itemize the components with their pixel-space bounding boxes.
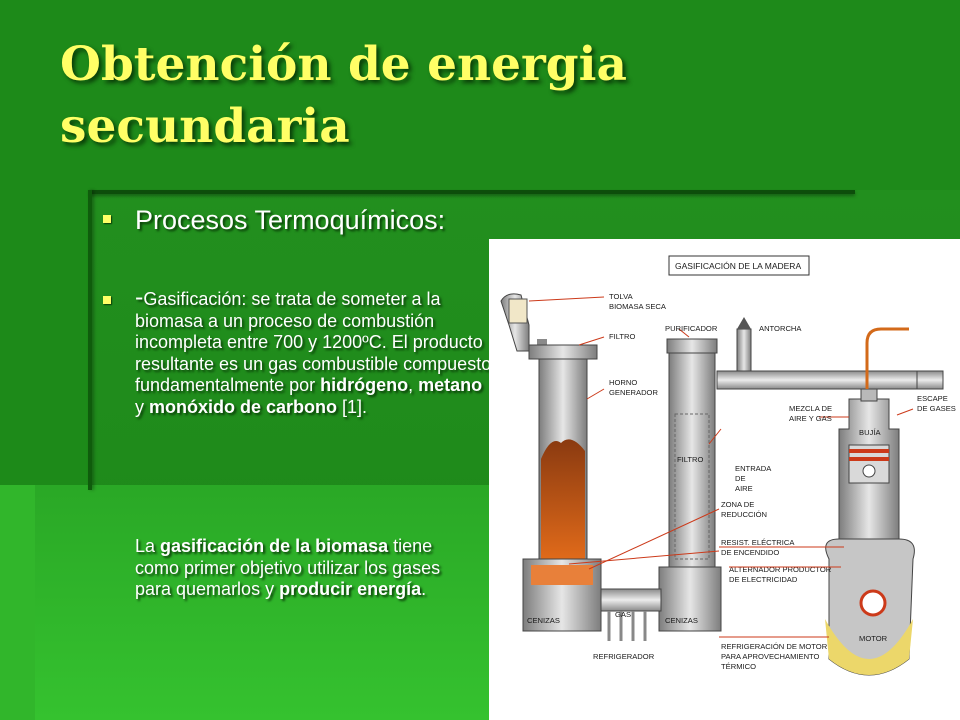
leader-lines bbox=[528, 296, 914, 638]
term-metano: metano bbox=[418, 375, 483, 395]
objetivo-text-2: tiene como primer objetivo utilizar los … bbox=[135, 536, 441, 599]
label-cenizas-2: CENIZAS bbox=[665, 616, 698, 625]
paragraph-objetivo: La gasificación de la biomasa tiene como… bbox=[135, 536, 480, 601]
piston-pin bbox=[862, 464, 876, 478]
term-gasificacion-biomasa: gasificación de la biomasa bbox=[160, 536, 389, 556]
engine-oil bbox=[825, 619, 913, 675]
label-entrada-1: ENTRADA bbox=[735, 464, 772, 473]
label-motor: MOTOR bbox=[859, 634, 888, 643]
torch-pipe bbox=[736, 328, 752, 372]
square-bullet-icon bbox=[103, 215, 111, 223]
label-refrig-2: PARA APROVECHAMIENTO bbox=[721, 652, 820, 661]
label-filtro-top: FILTRO bbox=[609, 332, 636, 341]
label-tolva-1: TOLVA bbox=[609, 292, 634, 301]
label-resist-1: RESIST. ELÉCTRICA bbox=[721, 538, 795, 547]
term-producir-energia: producir energía bbox=[279, 579, 422, 599]
label-zona-1: ZONA DE bbox=[721, 500, 754, 509]
label-mezcla-2: AIRE Y GAS bbox=[789, 414, 832, 423]
cooler-pipe bbox=[600, 588, 662, 612]
ash-chamber-right bbox=[658, 566, 722, 632]
diagram-title: GASIFICACIÓN DE LA MADERA bbox=[675, 261, 801, 271]
label-horno-1: HORNO bbox=[609, 378, 637, 387]
left-divider bbox=[88, 190, 92, 490]
slide-title-line-1: Obtención de energia bbox=[60, 37, 627, 92]
objetivo-text-3: . bbox=[421, 579, 427, 599]
label-bujia: BUJÍA bbox=[859, 428, 881, 437]
label-entrada-2: DE bbox=[735, 474, 746, 483]
label-alternador-1: ALTERNADOR PRODUCTOR bbox=[729, 565, 832, 574]
diagram-title-box bbox=[668, 255, 810, 276]
term-hidrogeno: hidrógeno bbox=[320, 375, 409, 395]
slide-title: Obtención de energia secundaria bbox=[60, 34, 627, 158]
exhaust-pipe bbox=[916, 370, 944, 390]
piston-ring-2 bbox=[849, 457, 889, 461]
crankshaft bbox=[859, 589, 887, 617]
square-bullet-icon bbox=[103, 296, 111, 304]
gas-pipe-to-engine bbox=[716, 370, 918, 390]
label-filtro-mid: FILTRO bbox=[677, 455, 704, 464]
label-escape-1: ESCAPE bbox=[917, 394, 948, 403]
background-lower-panel bbox=[35, 485, 490, 720]
objetivo-text-1: La bbox=[135, 536, 161, 556]
term-monoxido: monóxido de carbono bbox=[149, 396, 338, 417]
bullet-procesos-text: Procesos Termoquímicos: bbox=[135, 205, 446, 235]
label-gas: GAS bbox=[615, 610, 631, 619]
furnace-fire bbox=[541, 439, 585, 559]
reduction-zone bbox=[531, 565, 593, 585]
gasificacion-text: Gasificación: se trata de someter a la b… bbox=[135, 289, 492, 395]
purifier-cap bbox=[666, 338, 718, 354]
slide-title-line-2: secundaria bbox=[60, 99, 350, 154]
purifier-column bbox=[668, 352, 716, 568]
label-refrigerador: REFRIGERADOR bbox=[593, 652, 655, 661]
reference-text: [1]. bbox=[337, 396, 368, 417]
label-refrig-1: REFRIGERACIÓN DE MOTOR bbox=[721, 642, 828, 651]
label-purificador: PURIFICADOR bbox=[665, 324, 718, 333]
torch-arrow-icon bbox=[737, 317, 751, 329]
hopper-biomass bbox=[508, 298, 528, 324]
plug-wire bbox=[865, 327, 909, 389]
separator-y: y bbox=[135, 396, 150, 417]
cooler-fins bbox=[607, 611, 647, 641]
bullet-gasificacion: -Gasificación: se trata de someter a la … bbox=[103, 285, 495, 418]
gasification-diagram-svg: GASIFICACIÓN DE LA MADERA bbox=[500, 255, 956, 676]
bullet-procesos: Procesos Termoquímicos: bbox=[103, 205, 475, 236]
label-refrig-3: TÉRMICO bbox=[721, 662, 756, 671]
label-zona-2: REDUCCIÓN bbox=[721, 510, 767, 519]
background-lower-edge bbox=[0, 485, 35, 720]
label-cenizas-1: CENIZAS bbox=[527, 616, 560, 625]
spark-plug bbox=[860, 388, 878, 402]
label-horno-2: GENERADOR bbox=[609, 388, 658, 397]
label-resist-2: DE ENCENDIDO bbox=[721, 548, 779, 557]
separator-comma: , bbox=[408, 375, 419, 395]
label-escape-2: DE GASES bbox=[917, 404, 956, 413]
label-alternador-2: DE ELECTRICIDAD bbox=[729, 575, 798, 584]
furnace-top-flange bbox=[528, 344, 598, 360]
label-entrada-3: AIRE bbox=[735, 484, 753, 493]
label-antorcha: ANTORCHA bbox=[759, 324, 802, 333]
label-tolva-2: BIOMASA SECA bbox=[609, 302, 667, 311]
label-mezcla-1: MEZCLA DE bbox=[789, 404, 832, 413]
top-divider bbox=[90, 190, 855, 194]
purifier-filter bbox=[674, 413, 710, 560]
piston-ring-1 bbox=[849, 449, 889, 453]
dash-prefix: - bbox=[135, 283, 144, 311]
gasification-diagram: GASIFICACIÓN DE LA MADERA bbox=[489, 239, 960, 720]
